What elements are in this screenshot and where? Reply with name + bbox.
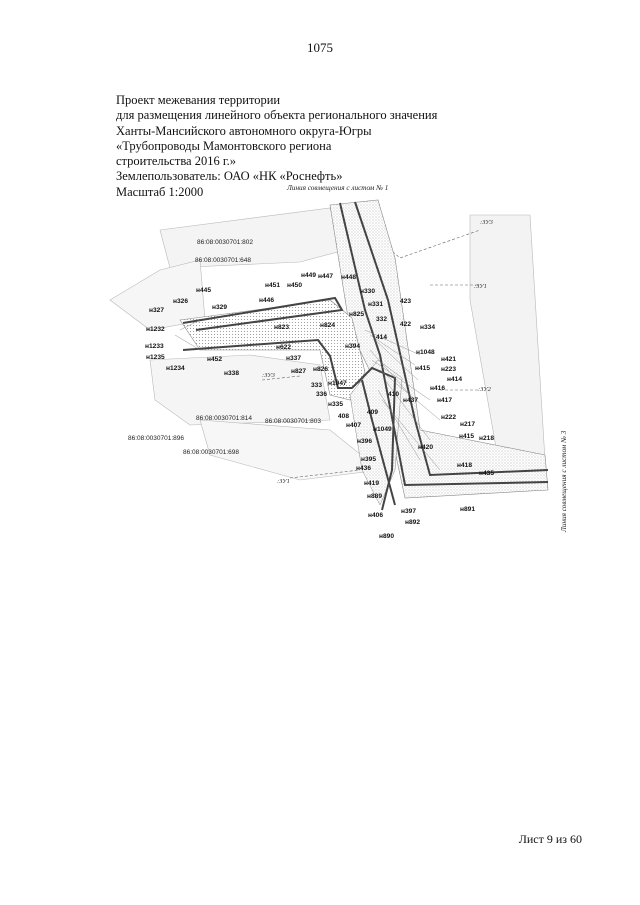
point-label: н890 — [379, 533, 394, 540]
point-label: н396 — [357, 438, 372, 445]
point-label: 410 — [388, 391, 399, 398]
point-label: н827 — [291, 368, 306, 375]
point-label: н435 — [479, 470, 494, 477]
point-label: н437 — [403, 397, 418, 404]
cadastral-number: 86:08:0030701:648 — [195, 257, 251, 264]
point-label: н447 — [318, 273, 333, 280]
point-label: н338 — [224, 370, 239, 377]
point-label: н417 — [437, 397, 452, 404]
point-label: н1049 — [373, 426, 392, 433]
zone-labels: :ЗУ3 :ЗУ1 :ЗУ2 :ЗУ3 :ЗУ1 — [262, 219, 494, 485]
cadastral-number: 86:08:0030701:814 — [196, 415, 252, 422]
point-label: н436 — [356, 465, 371, 472]
zone-label: :ЗУ3 — [480, 219, 494, 226]
point-label: н415 — [459, 433, 474, 440]
header-line: Ханты-Мансийского автономного округа-Югр… — [116, 123, 372, 138]
header-line: для размещения линейного объекта региона… — [116, 108, 438, 123]
point-label: 332 — [376, 316, 387, 323]
point-label: н395 — [361, 456, 376, 463]
zone-label: :ЗУ1 — [474, 283, 487, 290]
point-label: н892 — [405, 519, 420, 526]
header-line: строительства 2016 г.» — [116, 154, 236, 169]
point-label: н334 — [420, 324, 435, 331]
sheet-number: Лист 9 из 60 — [518, 832, 582, 846]
point-label: н329 — [212, 304, 227, 311]
header-line: Проект межевания территории — [116, 93, 281, 107]
point-label: н218 — [479, 435, 494, 442]
point-label: н331 — [368, 301, 383, 308]
match-line-caption-right: Линия совмещения с листом № 3 — [560, 430, 568, 533]
point-label: н217 — [460, 421, 475, 428]
point-label: н824 — [320, 322, 335, 329]
point-label: н1047 — [328, 380, 347, 387]
point-label: н416 — [430, 385, 445, 392]
point-label: 336 — [316, 391, 327, 398]
cadastral-number: 86:08:0030701:802 — [197, 239, 253, 246]
cadastral-number: 86:08:0030701:896 — [128, 435, 184, 442]
point-label: н397 — [401, 508, 416, 515]
point-label: н1232 — [146, 326, 165, 333]
point-label: н1234 — [166, 365, 185, 372]
header-line: Землепользователь: ОАО «НК «Роснефть» — [116, 169, 343, 184]
point-label: н414 — [447, 376, 462, 383]
point-label: н337 — [286, 355, 301, 362]
point-label: н394 — [345, 343, 360, 350]
point-label: н222 — [441, 414, 456, 421]
point-label: н445 — [196, 287, 211, 294]
header-line: «Трубопроводы Мамонтовского региона — [116, 138, 332, 153]
point-label: н421 — [441, 356, 456, 363]
zone-label: :ЗУ2 — [478, 386, 492, 393]
point-label: н450 — [287, 282, 302, 289]
point-label: н335 — [328, 401, 343, 408]
point-label: 408 — [338, 413, 349, 420]
point-labels: н449 н447 н448 н451 н450 н445 н326 н329 … — [145, 272, 494, 540]
point-label: н891 — [460, 506, 475, 513]
cadastral-number: 86:08:0030701:698 — [183, 449, 239, 456]
point-label: н823 — [274, 324, 289, 331]
point-label: н418 — [457, 462, 472, 469]
point-label: 414 — [376, 334, 387, 341]
point-label: н327 — [149, 307, 164, 314]
header-line: Масштаб 1:2000 — [116, 184, 204, 199]
point-label: н449 — [301, 272, 316, 279]
point-label: 409 — [367, 409, 378, 416]
match-line-caption-top: Линия совмещения с листом № 1 — [286, 184, 388, 192]
point-label: н407 — [346, 422, 361, 429]
point-label: н448 — [341, 274, 356, 281]
point-label: н451 — [265, 282, 280, 289]
cadastral-labels: 86:08:0030701:802 86:08:0030701:648 86:0… — [128, 239, 321, 456]
point-label: н825 — [349, 311, 364, 318]
point-label: н415 — [415, 365, 430, 372]
point-label: 333 — [311, 382, 322, 389]
point-label: н420 — [418, 444, 433, 451]
page-number: 1075 — [307, 40, 333, 55]
point-label: н406 — [368, 512, 383, 519]
zone-label: :ЗУ1 — [277, 478, 290, 485]
point-label: 423 — [400, 298, 411, 305]
point-label: н452 — [207, 356, 222, 363]
point-label: н1048 — [416, 349, 435, 356]
point-label: н326 — [173, 298, 188, 305]
point-label: н446 — [259, 297, 274, 304]
point-label: н889 — [367, 493, 382, 500]
point-label: 422 — [400, 321, 411, 328]
cadastral-number: 86:08:0030701:803 — [265, 418, 321, 425]
document-header: Проект межевания территории для размещен… — [116, 93, 437, 200]
point-label: н622 — [276, 344, 291, 351]
point-label: н826 — [313, 366, 328, 373]
point-label: н330 — [360, 288, 375, 295]
point-label: н419 — [364, 480, 379, 487]
zone-label: :ЗУ3 — [262, 372, 276, 379]
point-label: н1235 — [146, 354, 165, 361]
point-label: н223 — [441, 366, 456, 373]
point-label: н1233 — [145, 343, 164, 350]
survey-lines — [174, 319, 441, 471]
